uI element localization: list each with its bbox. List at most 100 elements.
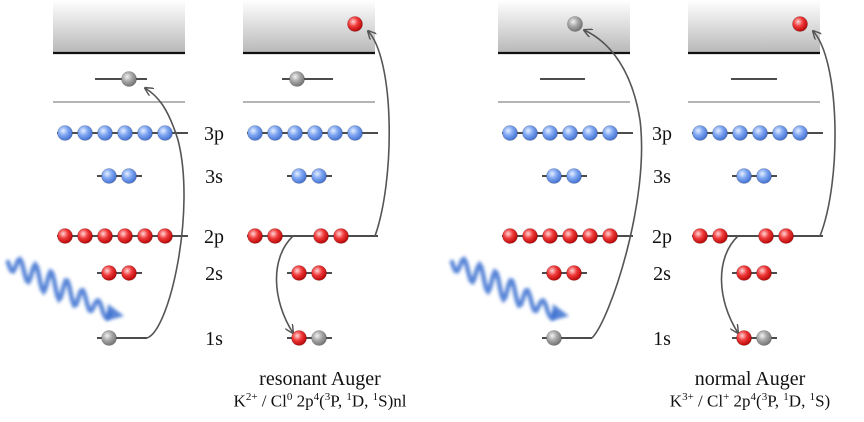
blue-electron <box>562 125 578 141</box>
config-text: 1 <box>346 391 352 403</box>
config-text: 2+ <box>245 391 258 403</box>
blue-electron <box>712 125 728 141</box>
blue-electron <box>752 125 768 141</box>
blue-electron <box>772 125 788 141</box>
caption-config: K3+ / Cl+ 2p4(3P, 1D, 1S) <box>630 391 864 412</box>
grey-electron <box>101 330 117 346</box>
red-electron <box>347 16 363 32</box>
config-text: 1 <box>809 391 816 403</box>
config-text: 3 <box>761 391 768 403</box>
blue-electron <box>287 125 303 141</box>
transition-arrow <box>145 88 185 339</box>
transition-arrow <box>584 30 643 339</box>
blue-electron <box>522 125 538 141</box>
config-text: / Cl <box>693 391 724 411</box>
config-text: 0 <box>286 391 293 403</box>
orbital-label-2p: 2p <box>652 226 672 248</box>
red-electron <box>602 228 618 244</box>
orbital-label-3s: 3s <box>205 166 223 188</box>
config-text: 2p <box>729 391 751 411</box>
grey-electron <box>546 330 562 346</box>
red-electron <box>333 228 349 244</box>
red-electron <box>313 228 329 244</box>
blue-electron <box>502 125 518 141</box>
grey-electron <box>567 16 583 32</box>
red-electron <box>736 265 752 281</box>
red-electron <box>758 228 774 244</box>
photon-arrowhead <box>106 304 124 321</box>
blue-electron <box>101 168 117 184</box>
red-electron <box>566 265 582 281</box>
blue-electron <box>327 125 343 141</box>
blue-electron <box>117 125 133 141</box>
red-electron <box>692 228 708 244</box>
config-text: K <box>669 391 683 411</box>
red-electron <box>522 228 538 244</box>
red-electron <box>291 330 307 346</box>
blue-electron <box>542 125 558 141</box>
red-electron <box>311 265 327 281</box>
blue-electron <box>546 168 562 184</box>
red-electron <box>502 228 518 244</box>
blue-electron <box>77 125 93 141</box>
config-text: 3+ <box>682 391 694 403</box>
continuum-band <box>498 0 630 53</box>
photon-wave <box>449 256 558 321</box>
orbital-label-1s: 1s <box>205 328 223 350</box>
config-text: D, <box>351 391 373 411</box>
blue-electron <box>157 125 173 141</box>
red-electron <box>712 228 728 244</box>
orbital-label-3s: 3s <box>653 166 671 188</box>
continuum-band <box>53 0 185 53</box>
config-text: 2p <box>292 391 314 411</box>
red-electron <box>756 265 772 281</box>
blue-electron <box>756 168 772 184</box>
blue-electron <box>582 125 598 141</box>
caption-title: normal Auger <box>694 368 806 390</box>
config-text: / Cl <box>257 391 287 411</box>
transition-arrow <box>720 235 738 333</box>
grey-electron <box>311 330 327 346</box>
blue-electron <box>692 125 708 141</box>
red-electron <box>247 228 263 244</box>
orbital-label-2s: 2s <box>205 263 223 285</box>
red-electron <box>291 265 307 281</box>
config-text: K <box>233 391 246 411</box>
grey-electron <box>756 330 772 346</box>
grey-electron <box>289 71 305 87</box>
red-electron <box>101 265 117 281</box>
blue-electron <box>247 125 263 141</box>
blue-electron <box>57 125 73 141</box>
transition-arrow <box>813 31 836 237</box>
orbital-label-2s: 2s <box>653 263 671 285</box>
config-text: 4 <box>750 391 757 403</box>
red-electron <box>77 228 93 244</box>
red-electron <box>542 228 558 244</box>
blue-electron <box>291 168 307 184</box>
blue-electron <box>311 168 327 184</box>
orbital-label-3p: 3p <box>204 123 224 145</box>
config-text: S) <box>815 391 831 411</box>
blue-electron <box>137 125 153 141</box>
config-text: ( <box>756 391 762 411</box>
caption-normal: normal Auger K3+ / Cl+ 2p4(3P, 1D, 1S) <box>630 368 864 412</box>
config-text: P, <box>767 391 784 411</box>
config-text: S)nl <box>378 391 407 411</box>
red-electron <box>778 228 794 244</box>
blue-electron <box>602 125 618 141</box>
red-electron <box>117 228 133 244</box>
blue-electron <box>267 125 283 141</box>
config-text: P, <box>330 391 347 411</box>
config-text: D, <box>788 391 810 411</box>
blue-electron <box>97 125 113 141</box>
red-electron <box>736 330 752 346</box>
blue-electron <box>307 125 323 141</box>
config-text: + <box>723 391 730 403</box>
orbital-label-2p: 2p <box>204 226 224 248</box>
orbital-label-1s: 1s <box>653 328 671 350</box>
photon-arrowhead <box>551 304 569 321</box>
red-electron <box>57 228 73 244</box>
config-text: ( <box>319 391 325 411</box>
red-electron <box>582 228 598 244</box>
red-electron <box>137 228 153 244</box>
